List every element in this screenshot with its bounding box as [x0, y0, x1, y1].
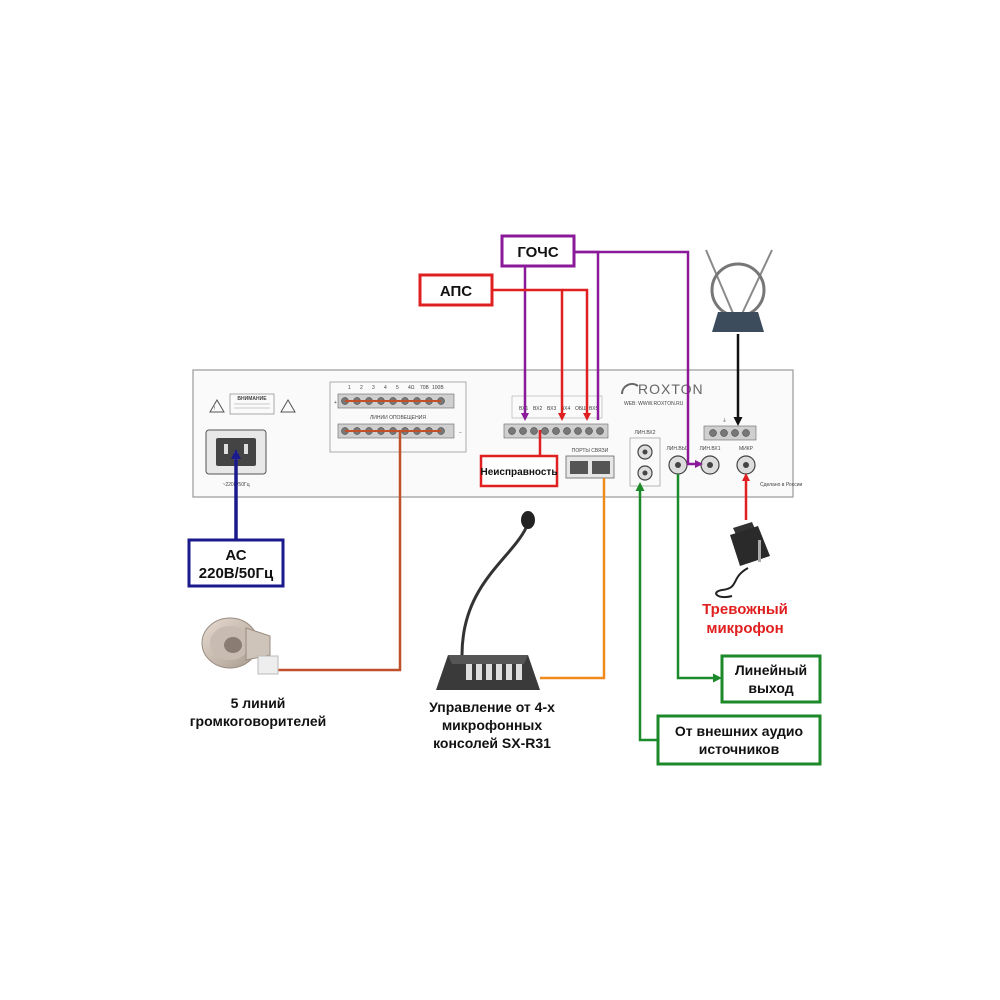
line-in1-jack: ЛИН.ВХ1	[699, 446, 721, 475]
svg-text:+: +	[334, 400, 337, 406]
horn-speaker-icon	[201, 617, 279, 675]
handheld-microphone-icon	[715, 522, 770, 599]
zones-title: ЛИНИИ ОПОВЕЩЕНИЯ	[370, 415, 426, 421]
ac-label-line2: 220В/50Гц	[199, 565, 274, 582]
line-out-label-line2: выход	[748, 680, 793, 696]
speaker-connection	[276, 431, 402, 672]
svg-text:!: !	[214, 406, 215, 412]
line-in2-label: ЛИН.ВХ2	[634, 430, 655, 436]
audio-connections	[635, 474, 722, 742]
alarm-mic-label-line2: микрофон	[706, 620, 783, 637]
line-in2-jacks: ЛИН.ВХ2	[629, 430, 661, 487]
gochs-connections	[521, 250, 703, 468]
speakers-label-line1: 5 линий	[231, 695, 286, 711]
zone-terminal-block: 1 2 3 4 5 4Ω 70В 100В ЛИНИИ ОПОВЕЩЕНИЯ +…	[329, 381, 467, 453]
antenna-terminal: ⏚	[703, 417, 757, 441]
consoles-label-line2: микрофонных	[442, 717, 543, 733]
made-in-label: Сделано в России	[760, 482, 803, 488]
zone-number: 2	[360, 385, 363, 391]
line-in1-label: ЛИН.ВХ1	[699, 446, 720, 452]
consoles-label-line3: консолей SX-R31	[433, 735, 551, 751]
control-terminal-strip: ВХ1 ВХ2 ВХ3 ВХ4 ОБЩ ВХ5	[503, 395, 609, 439]
line-out-label: ЛИН.ВЫХ	[667, 446, 691, 452]
ac-label-line1: АС	[225, 547, 246, 564]
zone-number: 1	[348, 385, 351, 391]
amplifier-rear-panel: ! ВНИМАНИЕ ~220В/50Гц 1 2 3 4 5 4Ω 70В	[192, 369, 803, 498]
mic-label: МИКР	[739, 446, 754, 452]
gochs-label: ГОЧС	[517, 244, 559, 261]
gochs-box: ГОЧС	[500, 234, 576, 268]
comm-ports: ПОРТЫ СВЯЗИ	[565, 448, 615, 479]
line-out-label-line1: Линейный	[735, 662, 807, 678]
ext-audio-box: От внешних аудио источников	[656, 714, 822, 766]
aps-box: АПС	[418, 273, 494, 307]
zone-number: 5	[396, 385, 399, 391]
brand-logo: ROXTON WEB: WWW.ROXTON.RU	[621, 381, 704, 407]
aps-label: АПС	[440, 283, 472, 300]
warning-label: ! ВНИМАНИЕ	[209, 393, 296, 415]
zone-number: 70В	[420, 385, 430, 391]
consoles-label-line1: Управление от 4-х	[429, 699, 555, 715]
zone-number: 100В	[432, 385, 444, 391]
microphone-console-icon	[436, 511, 540, 690]
svg-text:−: −	[459, 430, 462, 436]
brand-web: WEB: WWW.ROXTON.RU	[624, 401, 684, 407]
zone-number: 3	[372, 385, 375, 391]
ac-box: АС 220В/50Гц	[187, 538, 285, 588]
fault-label: Неисправность	[481, 467, 558, 478]
ports-label: ПОРТЫ СВЯЗИ	[572, 448, 609, 454]
line-out-box: Линейный выход	[720, 654, 822, 704]
alarm-mic-label-line1: Тревожный	[702, 601, 788, 618]
mic-jack: МИКР	[736, 446, 756, 475]
console-connection	[540, 478, 606, 680]
terminal-label: ОБЩ	[575, 406, 587, 412]
terminal-label: ВХ3	[547, 406, 556, 412]
terminal-label: ВХ1	[519, 406, 528, 412]
zone-number: 4	[384, 385, 387, 391]
ext-audio-label-line2: источников	[699, 741, 780, 757]
antenna-icon	[705, 249, 773, 332]
terminal-label: ВХ5	[589, 406, 598, 412]
brand-name: ROXTON	[638, 381, 704, 397]
terminal-label: ВХ2	[533, 406, 542, 412]
terminal-label: ВХ4	[561, 406, 570, 412]
svg-text:⏚: ⏚	[722, 417, 727, 424]
warning-text: ВНИМАНИЕ	[237, 396, 267, 402]
zone-number: 4Ω	[408, 385, 415, 391]
ext-audio-label-line1: От внешних аудио	[675, 723, 803, 739]
speakers-label-line2: громкоговорителей	[190, 713, 327, 729]
fault-box: Неисправность	[479, 454, 559, 488]
